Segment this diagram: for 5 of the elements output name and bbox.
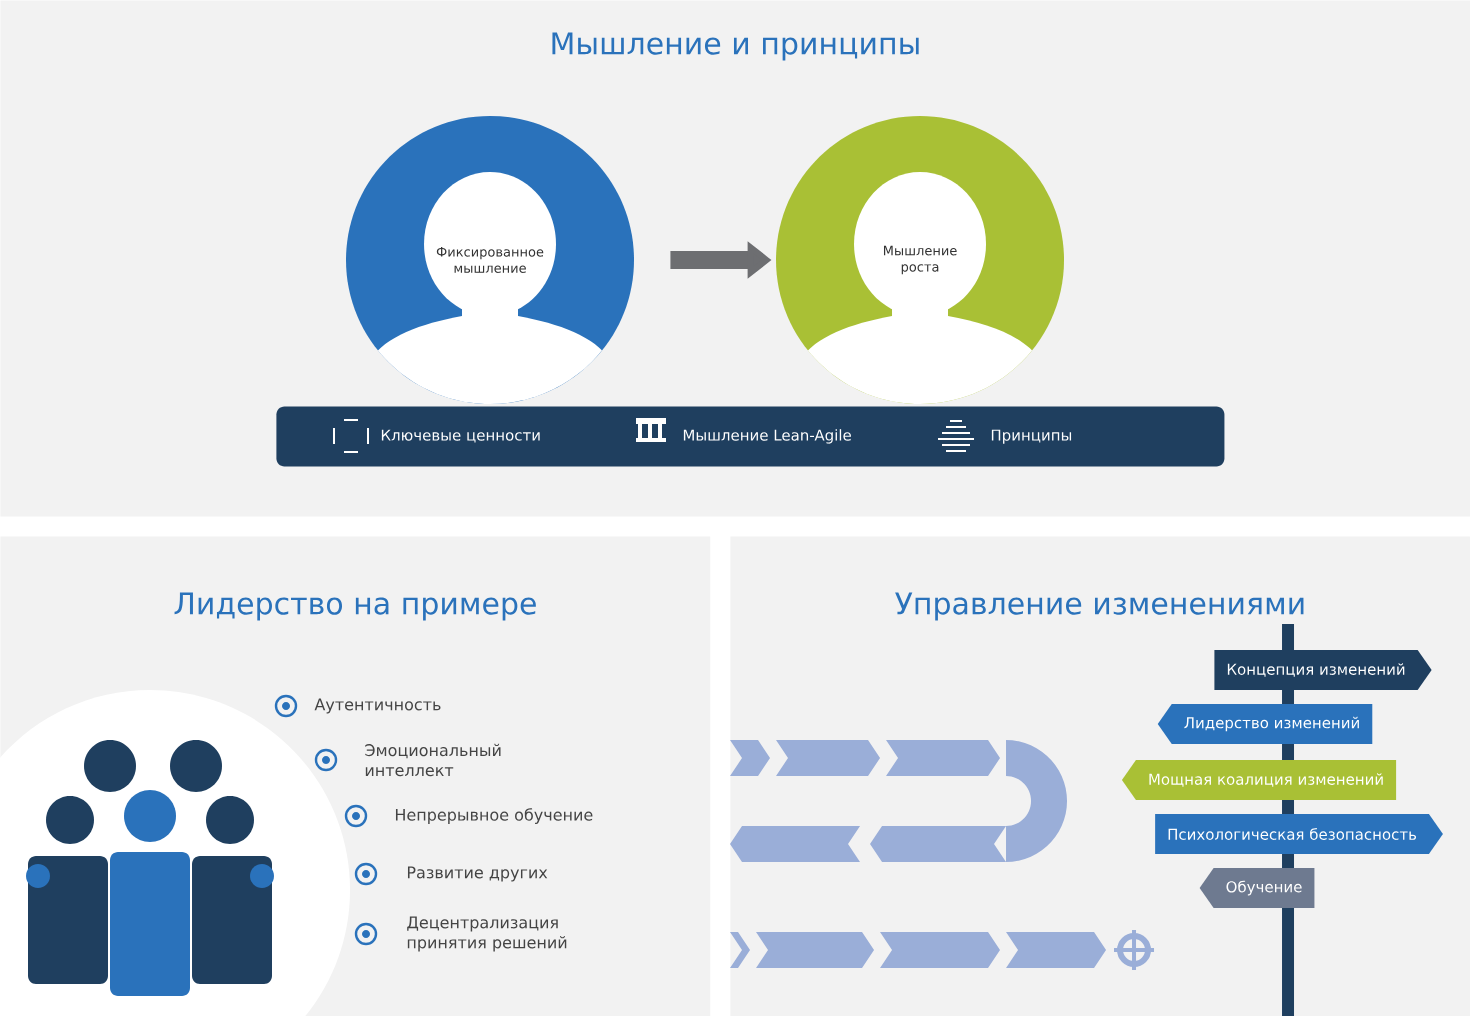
list-item: Аутентичность xyxy=(314,698,441,714)
list-item: Развитие других xyxy=(408,866,548,882)
list-item: Эмоциональный интеллект xyxy=(365,743,501,777)
list-item: Децентрализация принятия решений xyxy=(407,916,567,952)
list-item: Непрерывное обучение xyxy=(396,808,593,824)
